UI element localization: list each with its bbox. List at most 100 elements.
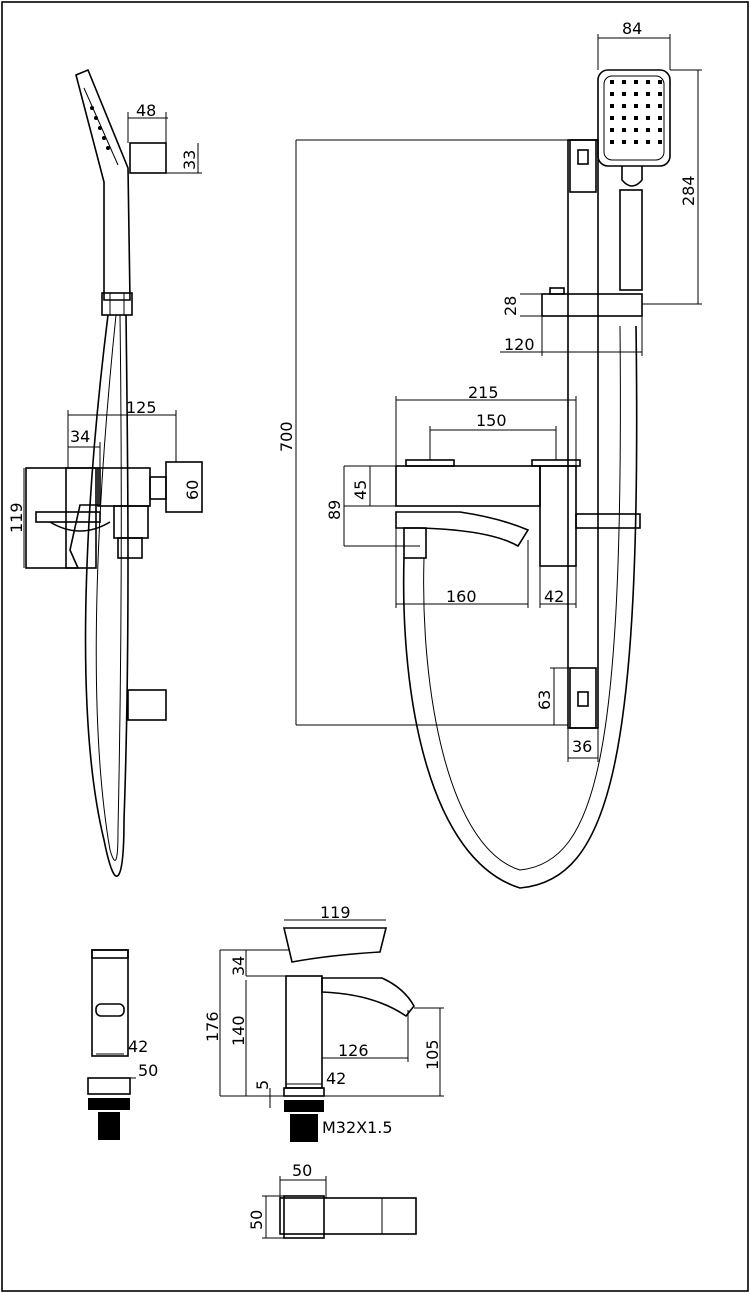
nozzle	[610, 92, 614, 96]
nozzle	[94, 116, 98, 120]
plan-body	[283, 1195, 325, 1239]
diverter	[113, 505, 149, 539]
dim-basin-42: 42	[326, 1069, 346, 1088]
dim-36: 36	[572, 737, 592, 756]
nozzle	[646, 80, 650, 84]
dim-basin-126: 126	[338, 1041, 369, 1060]
dim-119: 119	[7, 502, 26, 533]
bracket-side	[127, 689, 167, 721]
rail	[567, 139, 599, 729]
dim-28: 28	[501, 296, 520, 316]
dim-42: 42	[544, 587, 564, 606]
dim-34: 34	[70, 427, 90, 446]
basin-plan-view: 50 50	[247, 1161, 417, 1239]
shower-face	[603, 75, 665, 161]
spout-curve	[49, 521, 111, 532]
thread-callout: M32X1.5	[322, 1118, 393, 1137]
dim-basin-34: 34	[229, 956, 248, 976]
dim-basin-119: 119	[320, 903, 351, 922]
basin-lever	[282, 927, 388, 963]
hose-inner	[95, 314, 122, 861]
nozzle	[658, 104, 662, 108]
nozzle	[622, 92, 626, 96]
nozzle	[610, 128, 614, 132]
basin-body	[285, 975, 323, 1089]
shower-head	[597, 69, 671, 167]
nozzle	[106, 146, 110, 150]
rail-top-bracket	[569, 139, 597, 193]
hose-outer	[84, 314, 129, 878]
basin-cap	[91, 949, 129, 959]
nozzle	[634, 104, 638, 108]
nozzle	[634, 128, 638, 132]
dim-basin-140: 140	[229, 1015, 248, 1046]
valve-cap	[531, 459, 581, 467]
dim-215: 215	[468, 383, 499, 402]
dim-150: 150	[476, 411, 507, 430]
nozzle	[622, 80, 626, 84]
hose-outlet	[117, 537, 143, 559]
lever-body	[25, 467, 97, 569]
diverter-column	[539, 465, 577, 567]
nozzle	[90, 106, 94, 110]
front-view: 700	[277, 19, 702, 889]
nozzle	[658, 80, 662, 84]
nozzle	[646, 104, 650, 108]
basin-stud	[290, 1114, 318, 1142]
basin-locking-nut	[284, 1100, 324, 1112]
spout-plate	[35, 511, 101, 523]
hose-side	[84, 314, 129, 878]
dim-60: 60	[183, 480, 202, 500]
nozzle	[646, 140, 650, 144]
mixer-body	[395, 465, 541, 507]
holder-knob	[549, 287, 565, 295]
dim-33: 33	[180, 150, 199, 170]
handset-connector	[101, 292, 133, 316]
nozzle	[646, 116, 650, 120]
dim-700: 700	[277, 421, 296, 452]
rail-bottom-bracket	[569, 667, 597, 729]
nozzle	[610, 116, 614, 120]
plan-spout	[279, 1197, 417, 1235]
nozzle	[622, 128, 626, 132]
nozzle	[610, 80, 614, 84]
nozzle	[610, 140, 614, 144]
dim-160: 160	[446, 587, 477, 606]
basin-side-view: 42 50	[87, 949, 158, 1140]
nozzle	[646, 128, 650, 132]
holder-block	[129, 142, 167, 174]
locking-nut	[88, 1098, 130, 1110]
dim-84: 84	[622, 19, 642, 38]
screw-cap	[577, 691, 589, 707]
dim-plan-50-w: 50	[292, 1161, 312, 1180]
nozzle	[622, 140, 626, 144]
dim-basin-105: 105	[423, 1039, 442, 1070]
nozzle	[658, 140, 662, 144]
dim-basin-side-42: 42	[128, 1037, 148, 1056]
nozzle	[622, 104, 626, 108]
handset-side-view: 48 33	[75, 68, 202, 316]
nozzle	[98, 126, 102, 130]
nozzle	[622, 116, 626, 120]
spout	[395, 511, 530, 548]
dim-plan-50-h: 50	[247, 1210, 266, 1230]
hose-front-inner	[423, 325, 621, 871]
dim-120: 120	[504, 335, 535, 354]
nozzle	[646, 92, 650, 96]
dim-48: 48	[136, 101, 156, 120]
mixer-body-side	[97, 467, 151, 507]
nozzle	[658, 128, 662, 132]
lever-handle	[65, 467, 101, 569]
valve-cap	[405, 459, 455, 467]
basin-base-side	[87, 1077, 131, 1095]
handle	[619, 189, 643, 291]
basin-base	[283, 1087, 325, 1097]
basin-front-view: 119 34 176 140 126 105 5 42 M32X1.5	[203, 903, 444, 1142]
nozzle	[634, 140, 638, 144]
dim-89: 89	[325, 500, 344, 520]
dim-284: 284	[679, 175, 698, 206]
threaded-stud	[98, 1112, 120, 1140]
dim-45: 45	[351, 480, 370, 500]
